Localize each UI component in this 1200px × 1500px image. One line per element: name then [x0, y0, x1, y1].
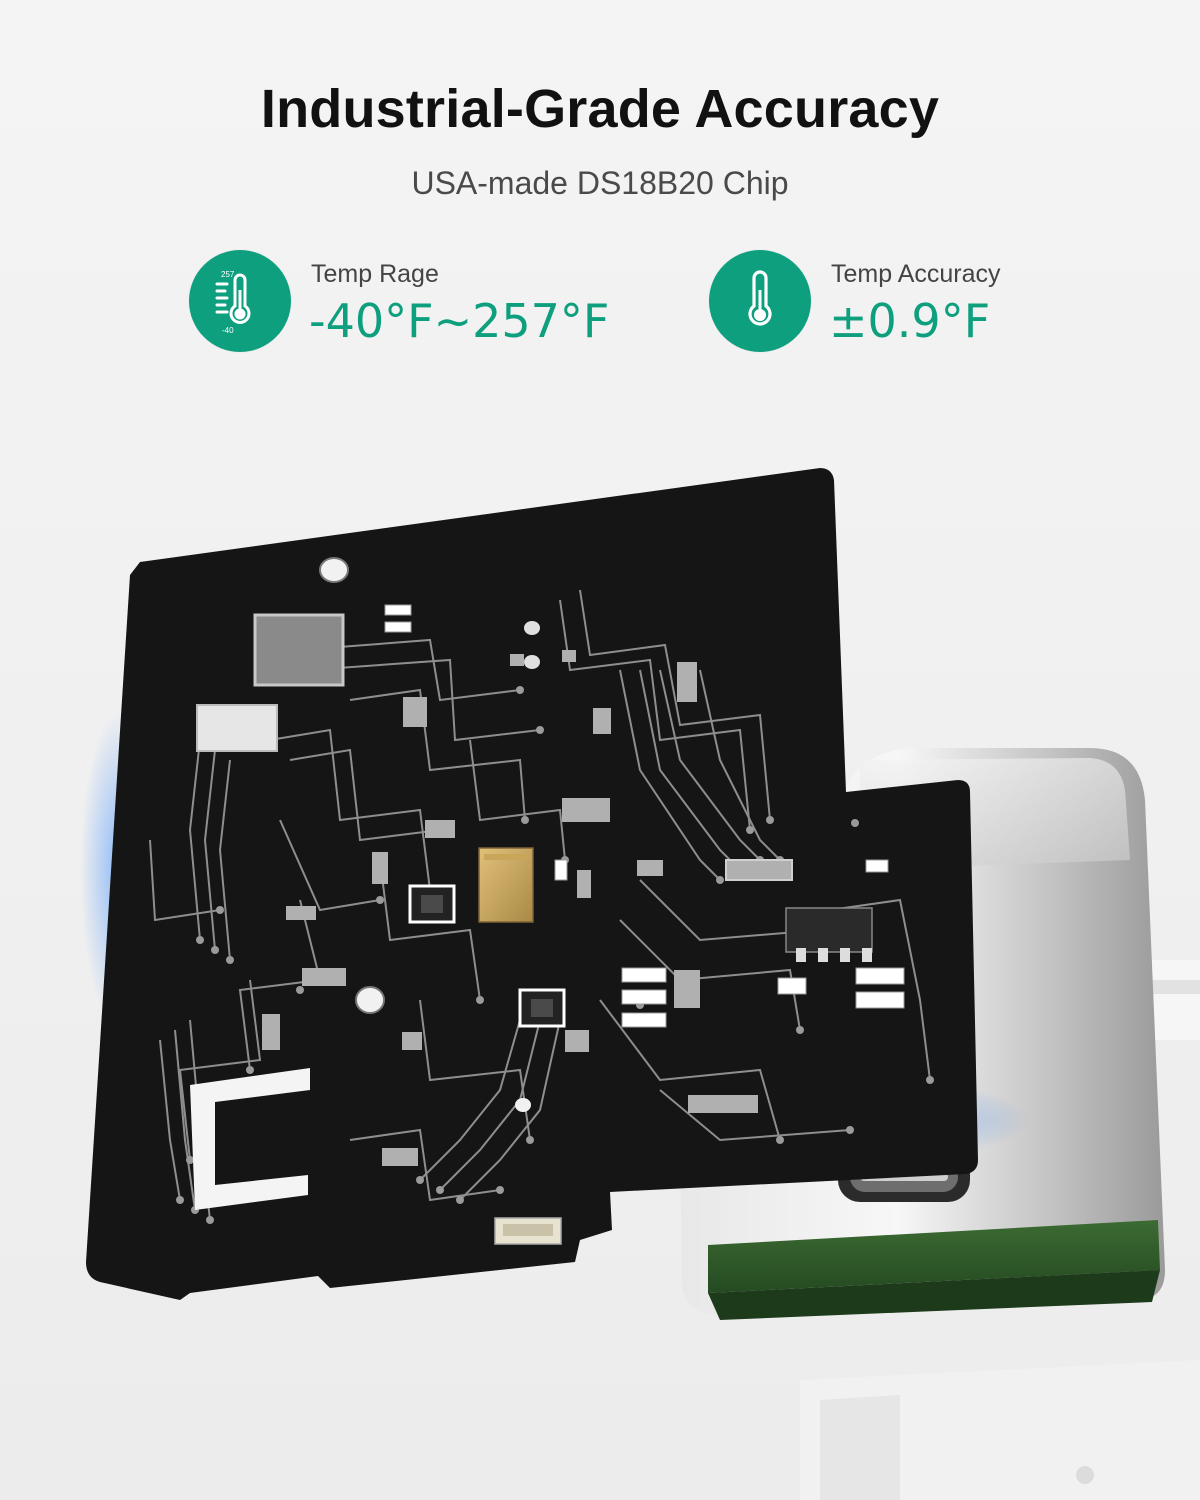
spec-value: ±0.9°F: [829, 294, 991, 348]
page-title: Industrial-Grade Accuracy: [260, 79, 940, 139]
spec-temp-range: 257 -40 Temp Rage -40°F~257°F: [189, 250, 629, 354]
pcb-product-image: [80, 468, 1200, 1500]
thermometer-range-icon: 257 -40: [189, 250, 291, 352]
scale-top-label: 257: [221, 270, 235, 279]
scale-bottom-label: -40: [222, 326, 234, 335]
thermometer-icon: [709, 250, 811, 352]
page-subtitle: USA-made DS18B20 Chip: [411, 165, 789, 201]
spec-temp-accuracy: Temp Accuracy ±0.9°F: [709, 250, 1049, 354]
spec-label: Temp Rage: [311, 260, 439, 288]
spec-label: Temp Accuracy: [831, 260, 1001, 288]
spec-value: -40°F~257°F: [309, 294, 610, 348]
circuit-board: [86, 468, 978, 1300]
